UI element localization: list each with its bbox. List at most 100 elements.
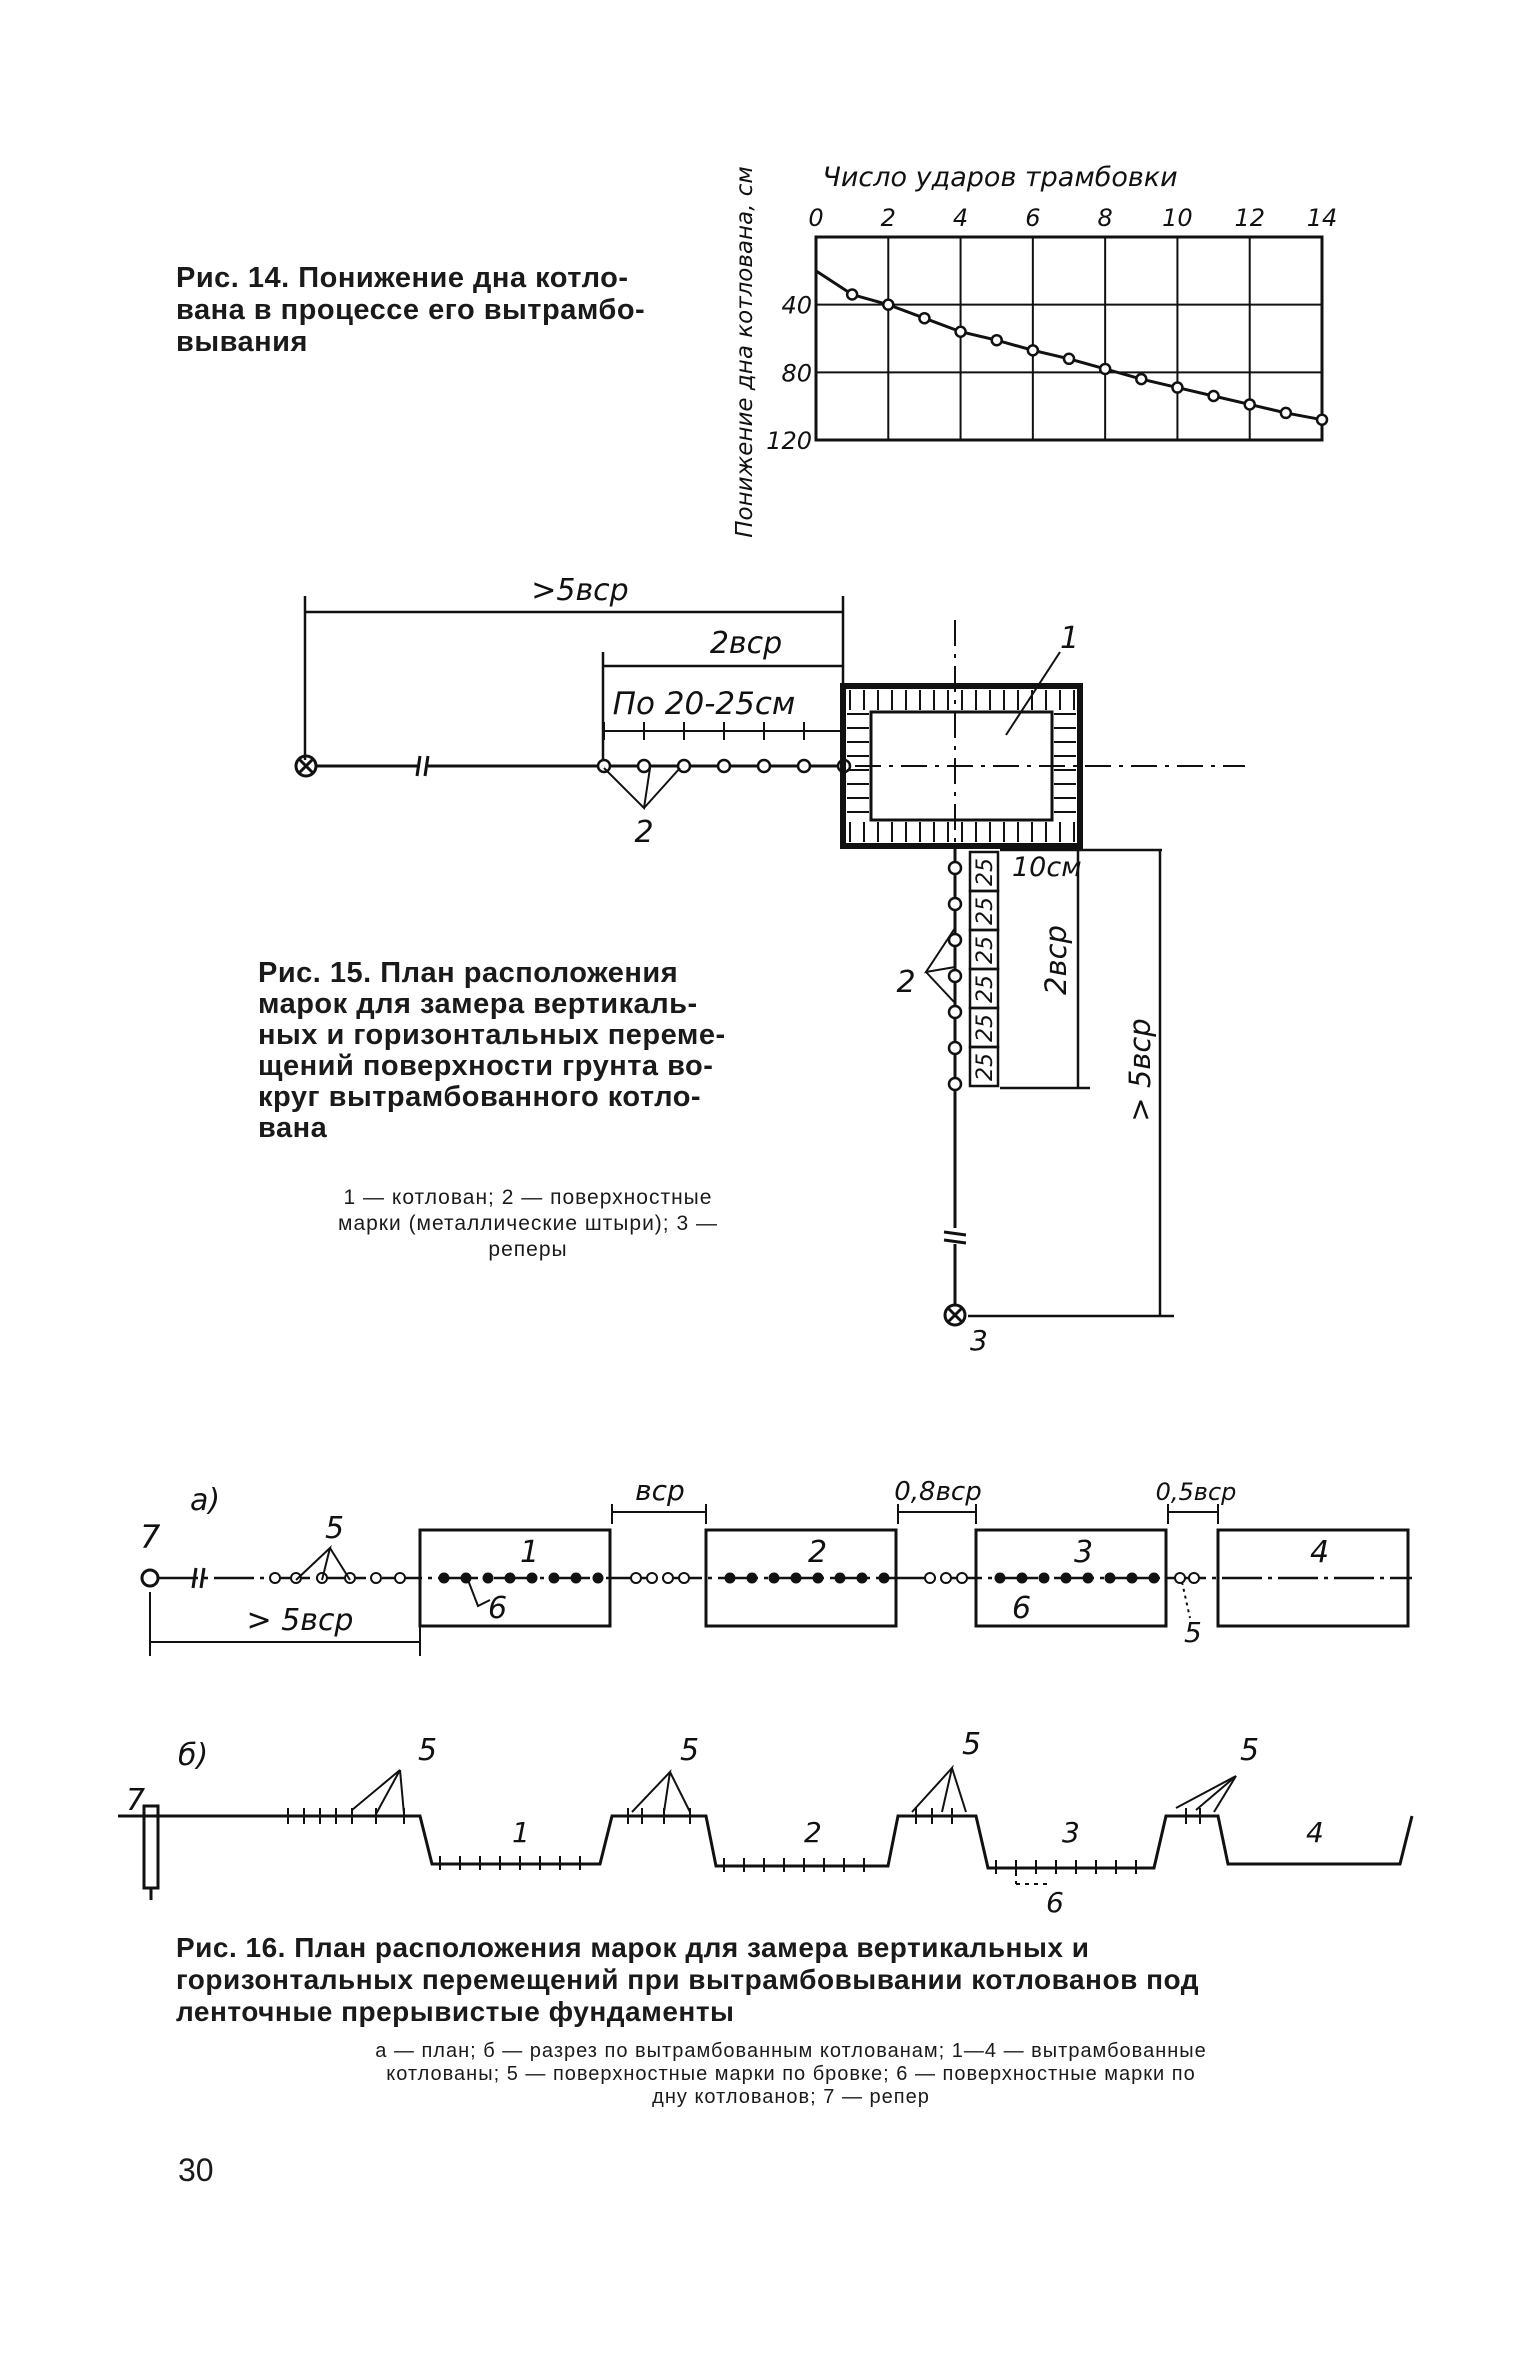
data-point — [1243, 398, 1256, 411]
fig15-caption-line: круг вытрамбованного котло- — [258, 1081, 702, 1113]
bottom-mark — [834, 1572, 846, 1584]
surface-mark — [676, 758, 692, 774]
fig15-legend-line: 1 — котлован; 2 — поверхностные — [343, 1186, 713, 1209]
pit-number: 4 — [1310, 1535, 1329, 1570]
data-point — [954, 325, 967, 338]
label-6: 6 — [1046, 1886, 1064, 1919]
data-point — [1135, 372, 1148, 386]
fig16-caption: Рис. 16. План расположения марок для зам… — [176, 1932, 1406, 2028]
bottom-mark — [790, 1572, 802, 1584]
reper-marker — [943, 1303, 967, 1327]
pit-number: 1 — [520, 1535, 539, 1570]
bottom-mark — [994, 1572, 1006, 1584]
leader-line — [467, 1579, 491, 1608]
fig15-caption-line: марок для замера вертикаль- — [258, 988, 698, 1020]
surface-mark — [716, 758, 732, 774]
y-tick-label: 40 — [781, 292, 812, 320]
leader-line — [1181, 1581, 1191, 1619]
break-mark — [191, 1567, 198, 1589]
fig15-caption: Рис. 15. План расположения марок для зам… — [258, 958, 798, 1144]
label-5: 5 — [680, 1733, 699, 1768]
label-1: 1 — [1060, 621, 1079, 656]
pit-number: 2 — [808, 1535, 827, 1570]
spacing-cell-label: 25 — [973, 897, 998, 925]
edge-mark — [290, 1572, 302, 1584]
label-5: 5 — [325, 1511, 344, 1546]
spacing-cell-label: 25 — [973, 1014, 998, 1042]
reper-cross — [946, 1306, 964, 1324]
chart-ylabel: Понижение дна котлована, см — [732, 166, 758, 538]
dim-2b-label: 2вср — [710, 626, 782, 661]
surface-mark — [947, 860, 963, 876]
fig15-caption-line: щений поверхности грунта во- — [258, 1050, 714, 1082]
leader-line — [1213, 1775, 1237, 1813]
bottom-mark — [482, 1572, 494, 1584]
bottom-mark — [548, 1572, 560, 1584]
reper-marker — [140, 1568, 160, 1588]
pit-outline — [840, 683, 1083, 849]
leader-line — [1175, 1775, 1237, 1811]
edge-mark — [678, 1572, 690, 1584]
fig15-legend: 1 — котлован; 2 — поверхностные марки (м… — [258, 1185, 798, 1263]
x-tick-label: 10 — [1162, 204, 1193, 232]
label-3: 3 — [970, 1324, 988, 1357]
pit-number: 3 — [1074, 1535, 1093, 1570]
edge-mark — [630, 1572, 642, 1584]
bottom-mark — [878, 1572, 890, 1584]
dim-5b-label: >5вср — [531, 573, 628, 608]
y-tick-label: 120 — [766, 427, 812, 455]
bottom-mark — [1082, 1572, 1094, 1584]
edge-mark — [1174, 1572, 1186, 1584]
bottom-mark — [504, 1572, 516, 1584]
fig16-caption-line: ленточные прерывистые фундаменты — [176, 1996, 735, 2027]
edge-mark — [1188, 1572, 1200, 1584]
fig16-legend: а — план; б — разрез по вытрамбованным к… — [176, 2040, 1406, 2109]
data-point — [1207, 389, 1220, 403]
surface-mark — [796, 758, 812, 774]
leader-line — [329, 1547, 351, 1581]
data-point — [1098, 362, 1112, 376]
break-mark — [423, 755, 430, 777]
leader-line — [643, 767, 681, 809]
fig16-legend-line: дну котлованов; 7 — репер — [652, 2086, 930, 2108]
surface-mark — [947, 1076, 963, 1092]
fig16-caption-line: горизонтальных перемещений при вытрамбов… — [176, 1964, 1199, 1995]
label-a: а) — [190, 1483, 220, 1518]
x-tick-label: 8 — [1098, 204, 1113, 232]
pit-2-plan — [704, 1528, 898, 1628]
fig15-caption-line: вана — [258, 1112, 328, 1144]
reper-post — [142, 1804, 160, 1890]
dim-08b-label: 0,8вср — [894, 1477, 981, 1507]
surface-mark — [947, 896, 963, 912]
spacing-cell-label: 25 — [973, 858, 998, 886]
label-5: 5 — [418, 1733, 437, 1768]
surface-mark — [947, 1040, 963, 1056]
bottom-mark — [768, 1572, 780, 1584]
break-mark — [199, 1567, 206, 1589]
spacing-cell-label: 25 — [973, 936, 998, 964]
spacing-cell-label: 25 — [973, 975, 998, 1003]
bottom-mark — [1126, 1572, 1138, 1584]
edge-mark — [394, 1572, 406, 1584]
data-point — [882, 298, 895, 311]
bottom-mark — [526, 1572, 538, 1584]
surface-mark — [947, 1004, 963, 1020]
leader-line — [631, 1769, 672, 1813]
x-tick-label: 12 — [1234, 204, 1265, 232]
fig15-legend-line: реперы — [488, 1238, 568, 1261]
bottom-mark — [1038, 1572, 1050, 1584]
edge-mark — [662, 1572, 674, 1584]
data-point — [1171, 381, 1184, 394]
data-point — [1279, 406, 1293, 420]
label-5: 5 — [1184, 1616, 1202, 1649]
surface-mark — [636, 758, 652, 774]
pit-number: 2 — [804, 1816, 822, 1849]
fig16-legend-line: котлованы; 5 — поверхностные марки по бр… — [386, 2063, 1196, 2085]
dim-2b-vertical: 2вср — [1039, 925, 1073, 995]
data-point — [845, 288, 859, 301]
x-tick-label: 0 — [808, 204, 823, 232]
edge-mark — [370, 1572, 382, 1584]
